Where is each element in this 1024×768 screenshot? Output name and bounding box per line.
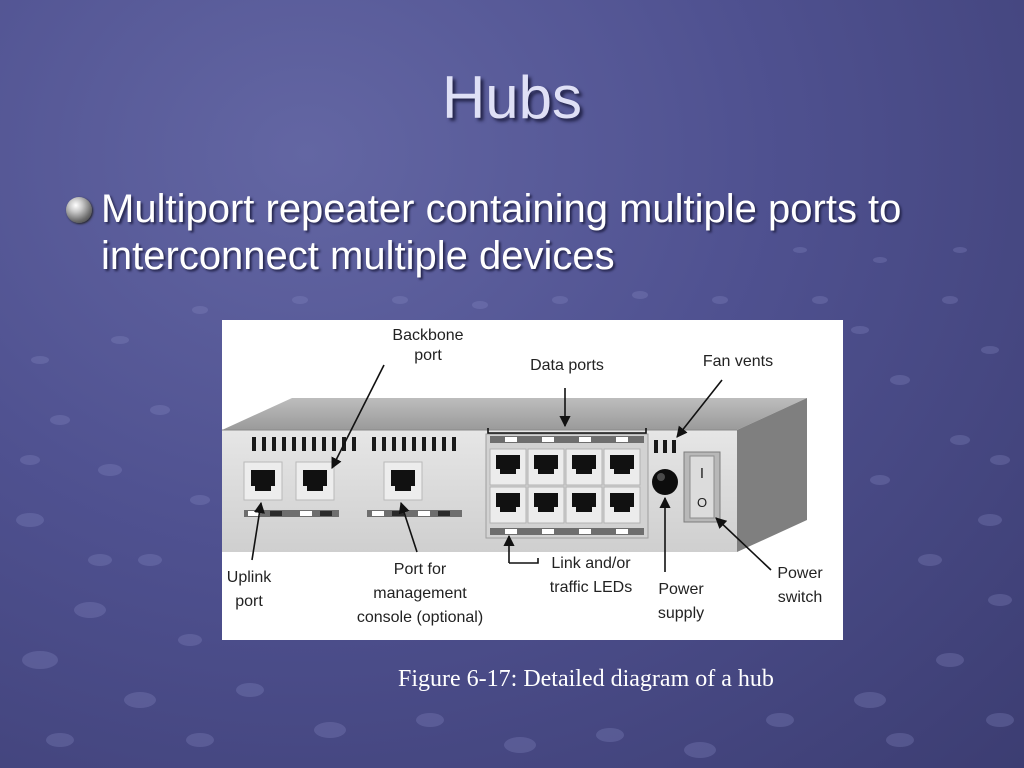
bullet-text: Multiport repeater containing multiple p… [101,187,902,278]
power-switch: I O [683,451,721,523]
backbone-port-label-1: Backbone [392,327,463,344]
slide-title: Hubs [441,64,583,131]
management-port-label-3: console (optional) [357,609,483,626]
management-port-label-1: Port for [394,561,447,578]
sphere-bullet-icon [66,197,92,223]
backbone-port [295,461,335,501]
uplink-port-label-1: Uplink [227,569,272,586]
data-ports [485,433,649,539]
data-ports-label: Data ports [530,357,604,374]
fan-vents-label: Fan vents [703,353,773,370]
svg-text:O: O [697,495,707,510]
svg-text:I: I [700,465,704,482]
power-supply-label-1: Power [658,581,704,598]
uplink-port-label-2: port [235,593,263,610]
power-supply-socket [652,469,678,495]
link-leds-label-2: traffic LEDs [550,579,632,596]
uplink-port [243,461,283,501]
hub-diagram: I O Backbone port Data ports Fan vents U… [222,320,843,640]
fan-vents [654,440,676,453]
link-leds-label-1: Link and/or [551,555,631,572]
left-vent-slots [252,437,456,451]
callout-arrows [251,364,772,572]
management-port [383,461,423,501]
power-switch-label-2: switch [778,589,822,606]
backbone-port-label-2: port [414,347,442,364]
power-supply-label-2: supply [658,605,704,622]
power-switch-label-1: Power [777,565,823,582]
figure-caption: Figure 6-17: Detailed diagram of a hub [398,666,774,692]
management-port-label-2: management [373,585,467,602]
